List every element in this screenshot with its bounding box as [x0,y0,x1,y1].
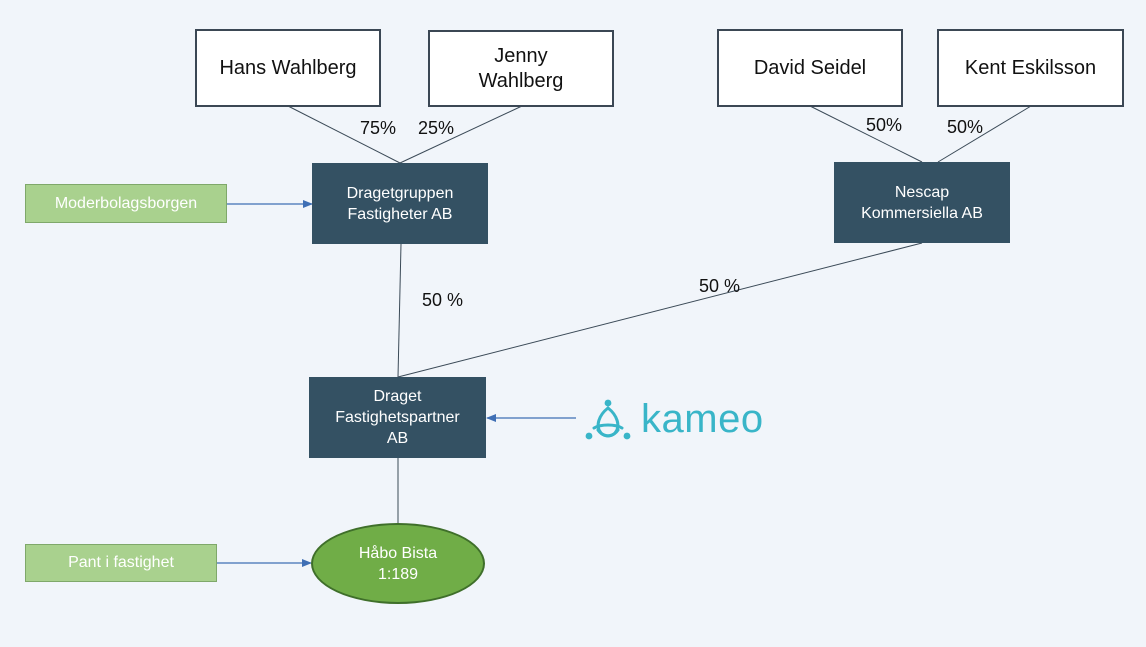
owner-hans-wahlberg: Hans Wahlberg [195,29,381,107]
company-dragetgruppen: Dragetgruppen Fastigheter AB [312,163,488,244]
share-label-jenny: 25% [418,118,455,138]
label-property-pledge: Pant i fastighet [25,544,217,582]
owner-kent-eskilsson: Kent Eskilsson [937,29,1124,107]
share-label-kent: 50% [947,117,984,137]
share-label-nescap: 50 % [699,276,741,296]
line-david-to-nescap [809,105,923,163]
company-nescap: Nescap Kommersiella AB [834,162,1010,243]
label-parent-guarantee: Moderbolagsborgen [25,184,227,223]
company-draget-fastighetspartner: Draget Fastighetspartner AB [309,377,486,458]
line-hans-to-dragetgruppen [287,105,401,164]
line-dragetgruppen-to-fastighetspartner [397,243,402,378]
property-habo-bista: Håbo Bista 1:189 [311,523,485,604]
share-label-david: 50% [866,115,903,135]
kameo-wordmark: kameo [641,396,764,441]
kameo-logo: kameo [585,395,764,443]
line-kent-to-nescap [937,105,1032,163]
line-nescap-to-fastighetspartner [397,242,923,378]
owner-david-seidel: David Seidel [717,29,903,107]
share-label-dragetgruppen: 50 % [422,290,464,310]
owner-jenny-wahlberg: Jenny Wahlberg [428,30,614,107]
kameo-logo-icon [585,399,631,440]
share-label-hans: 75% [360,118,397,138]
line-jenny-to-dragetgruppen [399,105,523,164]
